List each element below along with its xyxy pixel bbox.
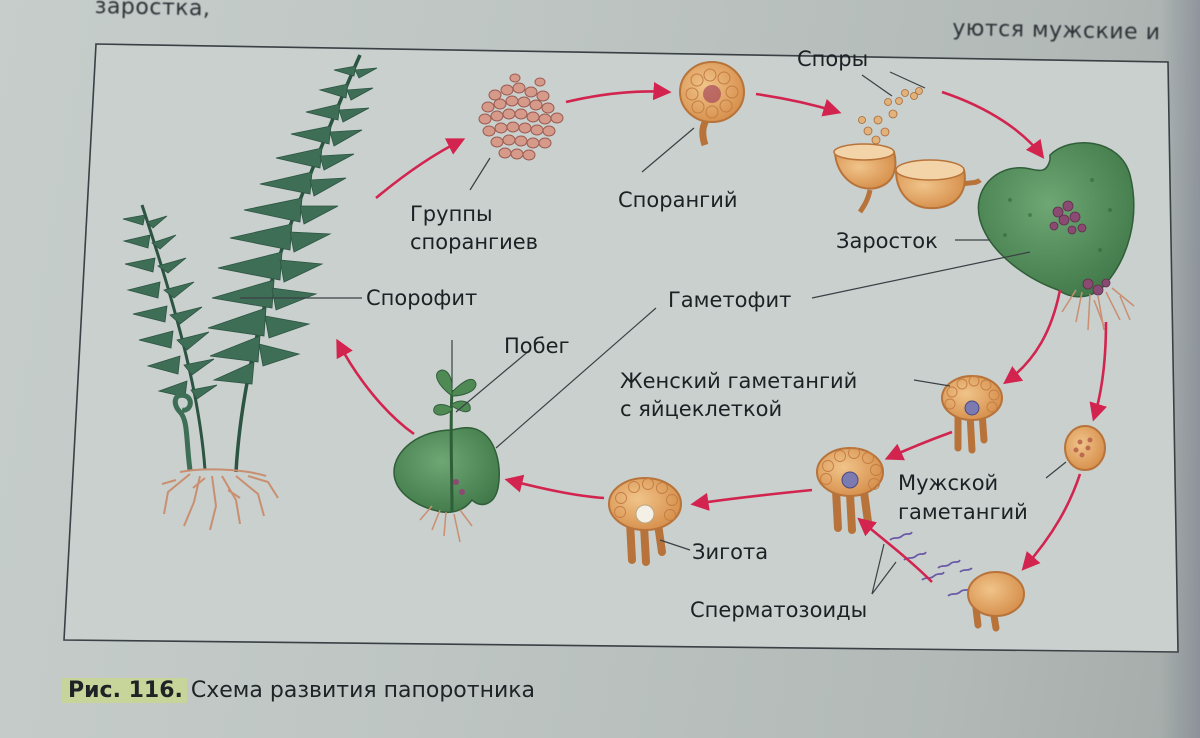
opened-sporangium (833, 143, 982, 214)
fertilization-gametangium (816, 447, 884, 534)
label-prothallus: Заросток (836, 229, 938, 253)
zygote-gametangium (608, 477, 682, 566)
spermatozoid-source-gametangium (967, 571, 1025, 632)
arrow-sporangia-to-sporangium (565, 82, 672, 104)
sporangia-cluster (478, 73, 564, 161)
arrow-male-to-sperm (1021, 473, 1082, 571)
left-frond (122, 204, 218, 471)
label-sporophyte: Спорофит (366, 286, 478, 310)
label-sporangia-groups-line2: спорангиев (410, 230, 539, 254)
right-frond (207, 54, 378, 473)
arrow-sporangium-to-spores (755, 92, 842, 117)
figure-caption: Рис. 116.Схема развития папоротника (62, 678, 535, 710)
cycle-arrows (336, 82, 1108, 583)
label-zygote: Зигота (692, 540, 769, 564)
label-shoot: Побег (504, 334, 570, 358)
figure-number: Рис. 116. (62, 678, 187, 703)
figure-title: Схема развития папоротника (190, 678, 536, 703)
label-male-gametangium-line1: Мужской (898, 471, 999, 495)
label-gametophyte: Гаметофит (668, 288, 792, 312)
label-spermatozoids: Сперматозоиды (690, 598, 868, 622)
arrow-prothallus-to-male (1089, 321, 1108, 422)
label-spores: Споры (797, 47, 869, 71)
arrow-fertilization-to-zygote (690, 488, 813, 511)
spores (858, 87, 923, 145)
young-sporophyte-on-gametophyte (393, 340, 500, 543)
label-sporangia-groups-line1: Группы (410, 202, 493, 226)
fiddlehead (172, 392, 193, 471)
sporangium (679, 61, 745, 147)
sporophyte-roots (161, 468, 279, 531)
label-sporangium: Спорангий (618, 188, 738, 212)
label-male-gametangium-line2: гаметангий (898, 500, 1028, 524)
leader-lines (240, 71, 1067, 595)
label-female-gametangium-line1: Женский гаметангий (620, 369, 858, 393)
prothallus (977, 142, 1135, 331)
arrow-sporophyte-to-sporangia (375, 138, 466, 199)
arrow-prothallus-to-female (1003, 289, 1062, 385)
arrow-sperm-to-egg (857, 517, 933, 583)
diagram-frame (63, 43, 1179, 653)
label-female-gametangium-line2: с яйцеклеткой (620, 397, 783, 421)
arrow-female-to-fertilization (884, 430, 953, 461)
male-gametangium (1064, 425, 1106, 471)
sporophyte-fern (122, 54, 378, 531)
arrow-zygote-to-gametophyte (504, 474, 605, 500)
arrow-spores-to-prothallus (941, 90, 1045, 159)
female-gametangium (941, 375, 1003, 454)
arrow-gametophyte-to-sporophyte (336, 338, 415, 436)
